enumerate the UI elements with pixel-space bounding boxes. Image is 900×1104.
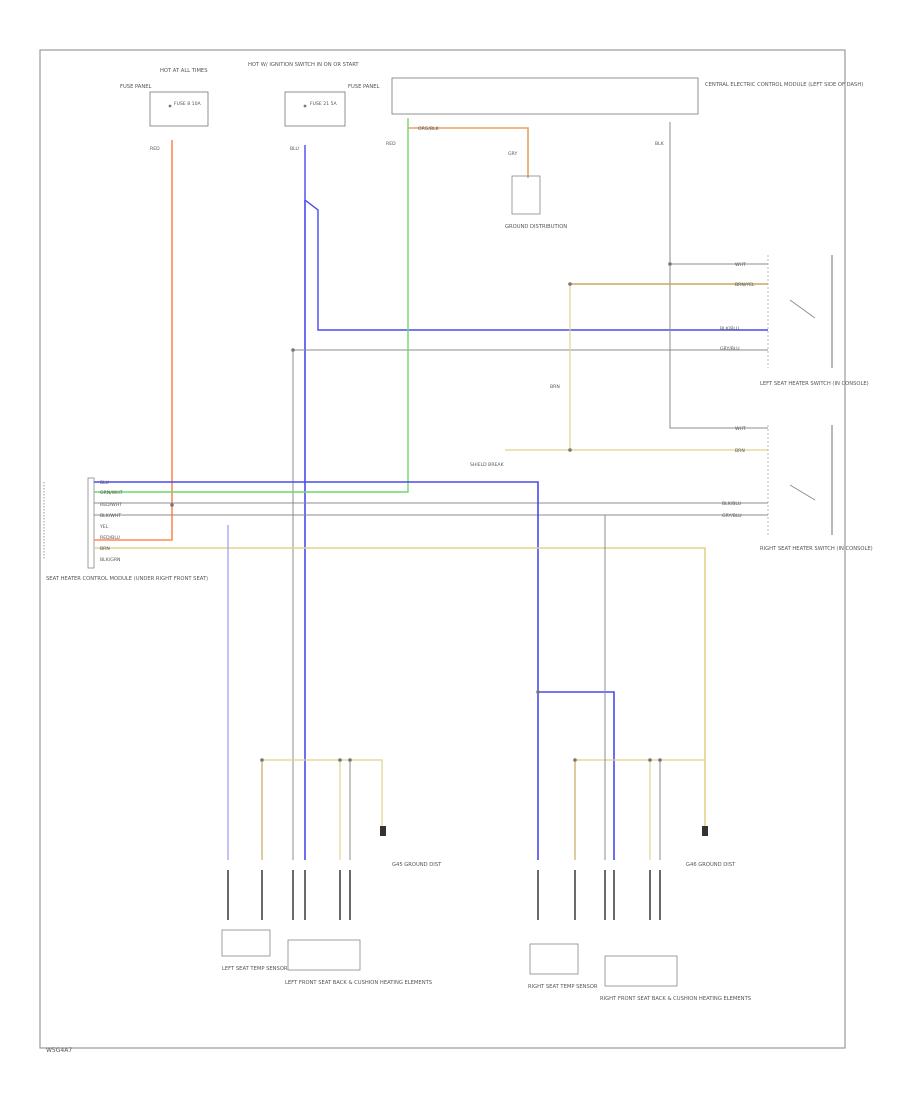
- seat-module-connector: [87, 477, 95, 569]
- right-elements-box: [604, 955, 678, 987]
- splice-9: [348, 758, 352, 762]
- fuse-box-a: [149, 91, 209, 127]
- fuse-a-label: FUSE 8 10A: [174, 101, 202, 107]
- ground-b-label: G46 GROUND DIST: [686, 862, 736, 868]
- wire-org-top: [408, 127, 529, 178]
- wire-blu-right-b: [538, 691, 615, 860]
- fuse-panel-label-a: FUSE PANEL: [120, 84, 152, 90]
- wire-label-10: BLK/BLU: [720, 326, 739, 332]
- wire-label-6: BRN: [100, 546, 110, 552]
- ground-a-symbol: [380, 826, 386, 836]
- central-module-label: CENTRAL ELECTRIC CONTROL MODULE (LEFT SI…: [705, 82, 863, 88]
- left-elements-label: LEFT FRONT SEAT BACK & CUSHION HEATING E…: [285, 980, 432, 986]
- wire-label-9: BRN/YEL: [735, 282, 755, 288]
- wire-grn-wht: [94, 118, 409, 493]
- fuse-panel-label-b: FUSE PANEL: [348, 84, 380, 90]
- wire-label-12: WHT: [735, 426, 746, 432]
- splice-1: [170, 503, 174, 507]
- central-module-box: [391, 77, 699, 115]
- wire-label-4: YEL: [99, 524, 109, 530]
- wire-label-21: RED: [150, 146, 160, 152]
- wire-label-22: BLU: [290, 146, 299, 152]
- wire-label-2: RED/WHT: [100, 502, 122, 508]
- wire-label-0: BLU: [100, 480, 109, 486]
- right-switch-contact: [789, 484, 816, 501]
- wire-label-13: BRN: [735, 448, 745, 454]
- ground-top-label: GROUND DISTRIBUTION: [505, 224, 567, 230]
- splice-7: [260, 758, 264, 762]
- left-sensor-label: LEFT SEAT TEMP SENSOR: [222, 966, 288, 972]
- left-sensor-box: [221, 929, 271, 957]
- wire-label-15: GRY/BLU: [722, 513, 742, 519]
- wire-label-7: BLK/GRN: [100, 557, 120, 563]
- wire-gray-right: [669, 122, 768, 429]
- left-switch-contact: [789, 299, 816, 319]
- ground-a-label: G45 GROUND DIST: [392, 862, 442, 868]
- fuse-a-symbol: [168, 104, 172, 108]
- wire-yel-left-gnd: [262, 759, 383, 826]
- wire-label-19: BLK: [655, 141, 665, 147]
- splice-11: [648, 758, 652, 762]
- seat-module-label: SEAT HEATER CONTROL MODULE (UNDER RIGHT …: [46, 576, 208, 582]
- wire-label-11: GRY/BLU: [720, 346, 740, 352]
- wire-label-14: BLK/BLU: [722, 501, 741, 507]
- fuse-box-b: [284, 91, 346, 127]
- splice-5: [568, 448, 572, 452]
- right-sensor-box: [529, 943, 579, 975]
- shield-label: SHIELD BREAK: [470, 462, 505, 468]
- right-sensor-label: RIGHT SEAT TEMP SENSOR: [528, 984, 598, 990]
- hot-ign-label: HOT W/ IGNITION SWITCH IN ON OR START: [248, 62, 359, 68]
- left-elements-box: [287, 939, 361, 971]
- wire-label-5: RED/BLU: [100, 535, 120, 541]
- wire-label-8: WHT: [735, 262, 746, 268]
- splice-3: [568, 282, 572, 286]
- wire-red-blu: [94, 140, 173, 541]
- left-switch-label: LEFT SEAT HEATER SWITCH (IN CONSOLE): [760, 381, 869, 387]
- right-elements-label: RIGHT FRONT SEAT BACK & CUSHION HEATING …: [600, 996, 751, 1002]
- wire-label-3: BLK/WHT: [100, 513, 121, 519]
- hot-at-all-times-label: HOT AT ALL TIMES: [160, 68, 208, 74]
- wire-label-17: RED: [386, 141, 396, 147]
- wire-label-20: BRN: [550, 384, 560, 390]
- splice-12: [658, 758, 662, 762]
- diagram-code: W5G4A7: [46, 1047, 72, 1054]
- wire-label-1: GRN/WHT: [100, 490, 123, 496]
- diagram-frame: [39, 49, 846, 1049]
- wires-group: BLU GRN/WHT RED/WHT BLK/WHT YEL RED/BLU BRN BLK…: [94, 118, 768, 920]
- splice-2: [291, 348, 295, 352]
- wire-label-16: ORG/BLK: [418, 126, 440, 132]
- ground-b-symbol: [702, 826, 708, 836]
- wire-blu-top: [304, 145, 768, 331]
- splice-8: [338, 758, 342, 762]
- fuse-b-label: FUSE 21 5A: [310, 101, 338, 107]
- fuse-b-symbol: [303, 104, 307, 108]
- wire-yel-bus: [94, 547, 706, 830]
- ground-top-component: [511, 175, 541, 215]
- splice-6: [536, 690, 540, 694]
- wire-yel-vertical: [569, 284, 768, 451]
- wire-blu-right: [94, 481, 539, 860]
- wire-label-18: GRY: [508, 151, 517, 157]
- splice-4: [668, 262, 672, 266]
- splice-10: [573, 758, 577, 762]
- right-switch-label: RIGHT SEAT HEATER SWITCH (IN CONSOLE): [760, 546, 873, 552]
